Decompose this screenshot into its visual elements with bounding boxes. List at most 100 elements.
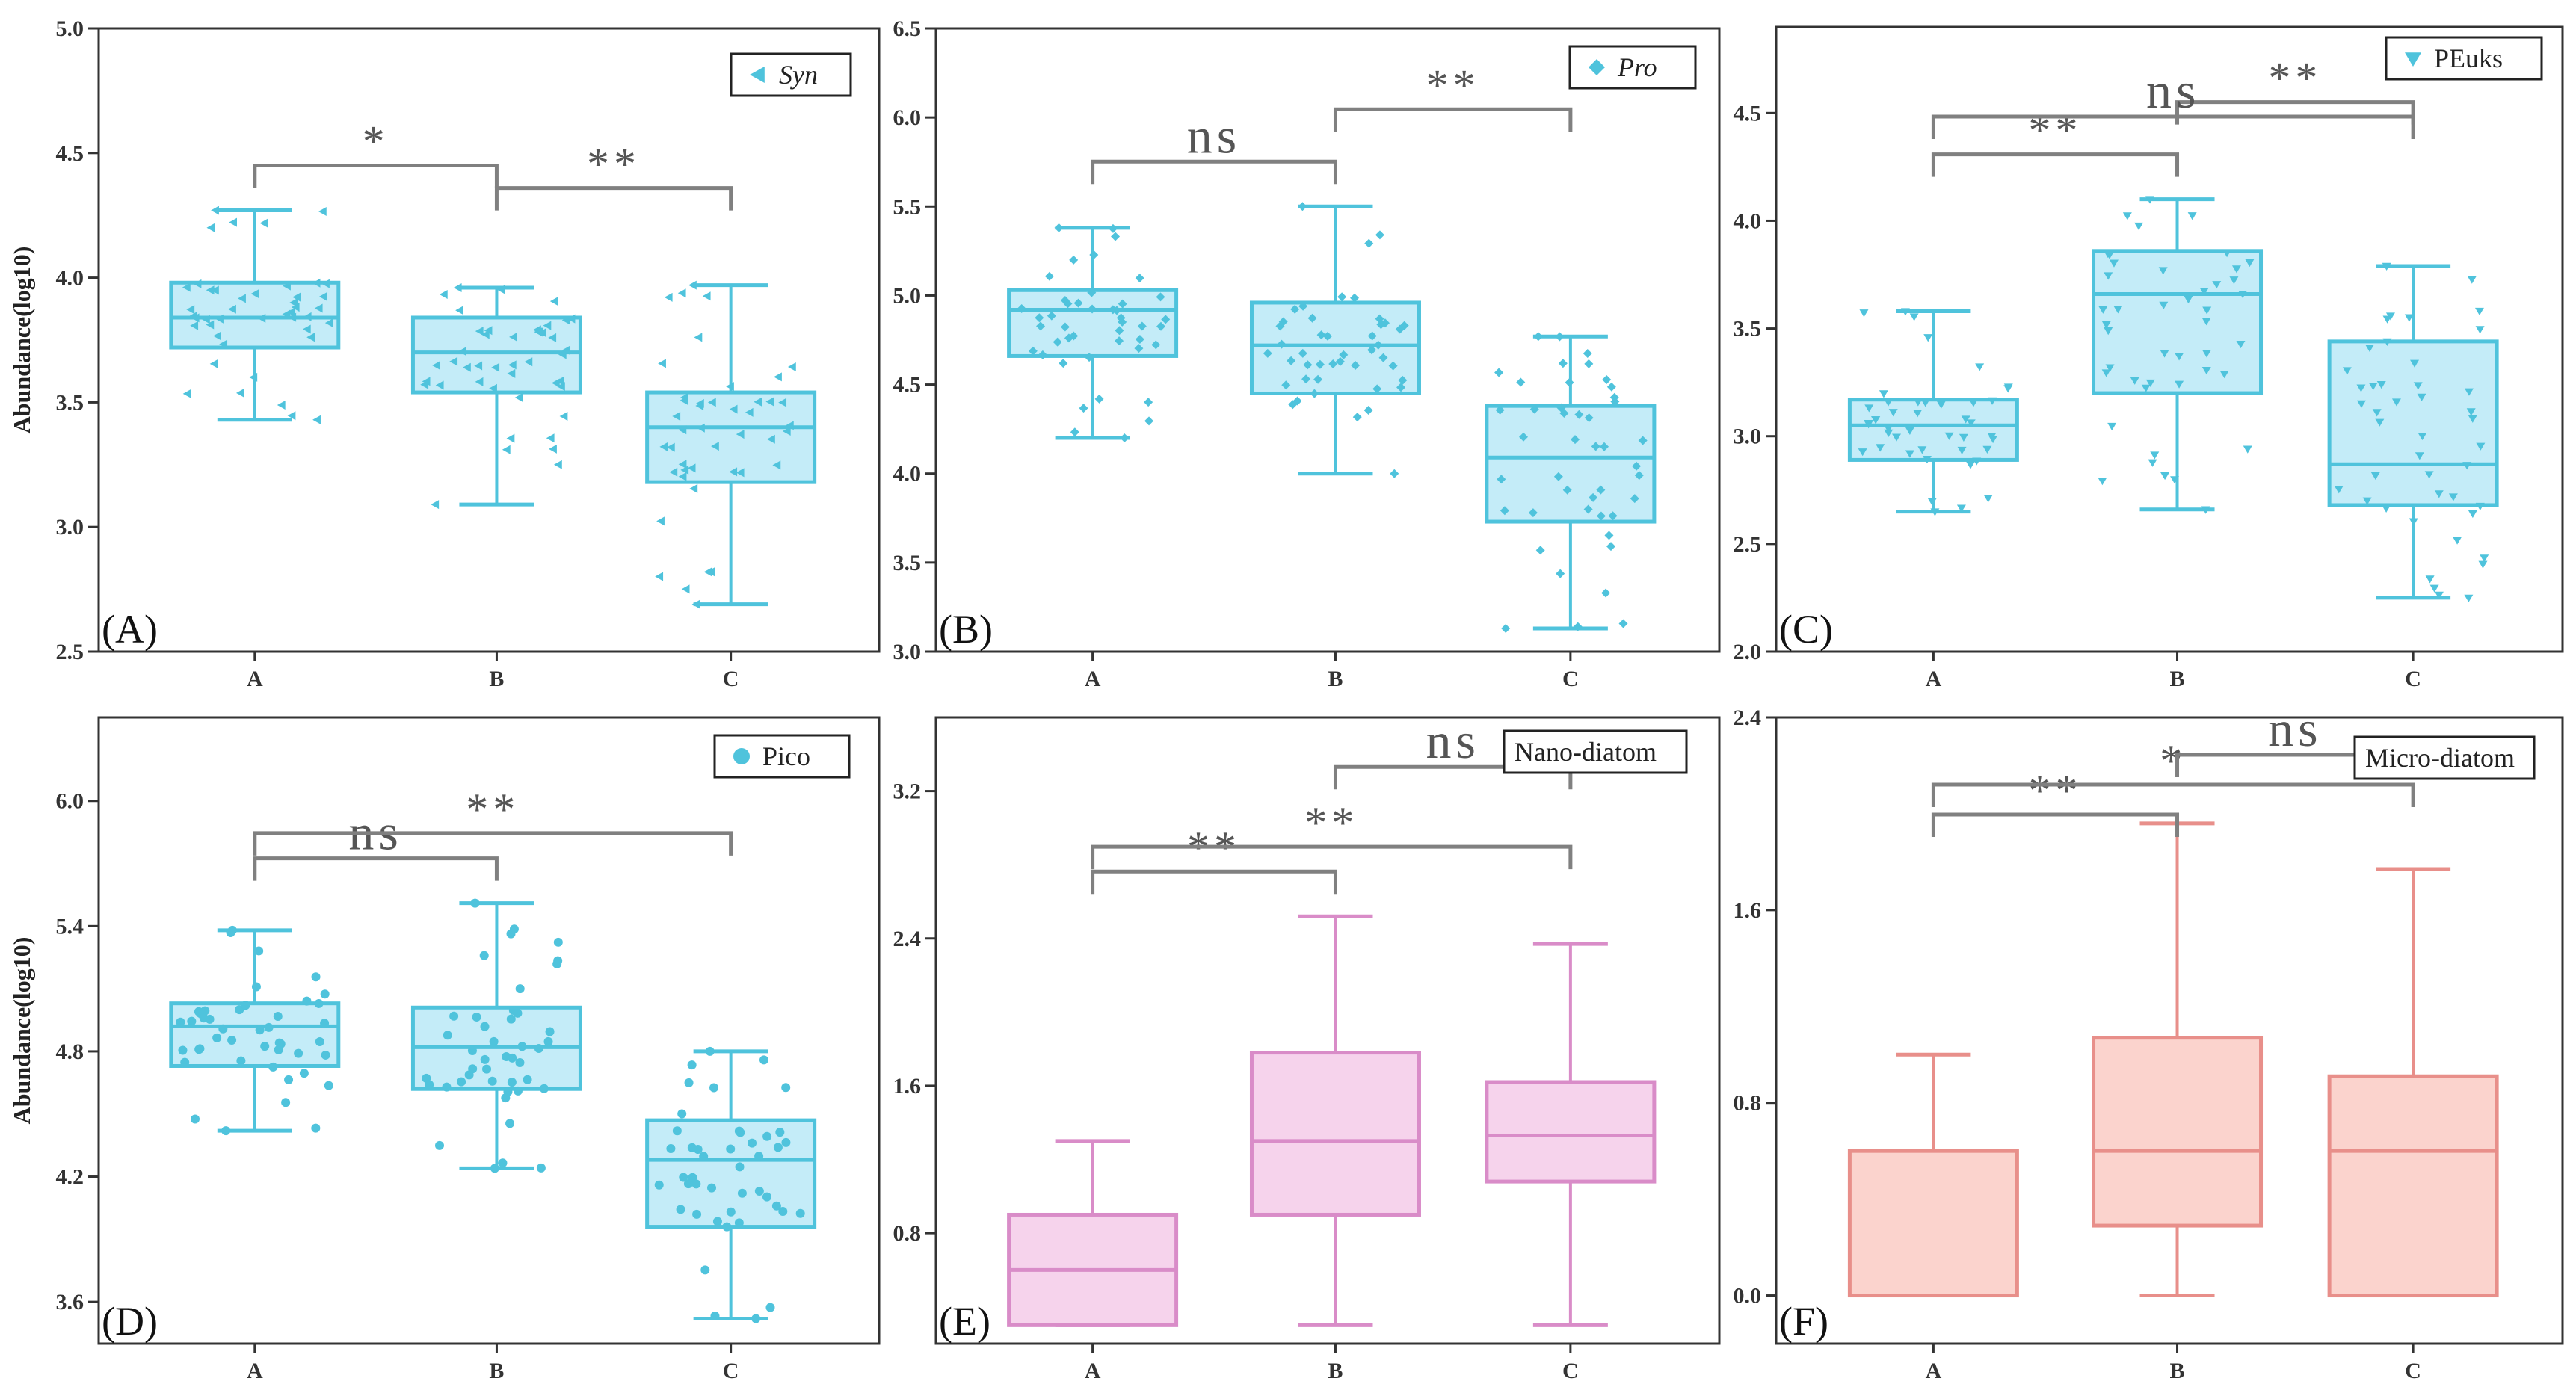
- data-point: [274, 1045, 283, 1054]
- data-point: [1395, 324, 1405, 334]
- data-point: [506, 433, 515, 443]
- data-point: [2098, 306, 2108, 314]
- data-point: [1028, 346, 1038, 356]
- y-axis-label: Abundance(log10): [8, 937, 35, 1125]
- data-point: [238, 294, 246, 303]
- data-point: [524, 357, 533, 367]
- data-point: [787, 362, 796, 372]
- data-point: [434, 1140, 444, 1150]
- data-point: [1876, 444, 1885, 452]
- data-point: [506, 929, 516, 939]
- data-point: [1339, 350, 1349, 359]
- data-point: [1151, 340, 1161, 350]
- legend-frame: [2353, 735, 2536, 780]
- data-point: [324, 318, 333, 328]
- box-a: [1007, 223, 1179, 443]
- data-point: [1120, 433, 1130, 443]
- data-point: [303, 312, 312, 321]
- legend-label: PEuks: [2434, 43, 2503, 73]
- bracket-line: [1091, 844, 1573, 870]
- data-point: [782, 426, 791, 436]
- data-point: [2467, 276, 2477, 284]
- data-point: [1337, 292, 1347, 302]
- data-point: [1388, 361, 1398, 371]
- data-point: [551, 378, 560, 388]
- data-point: [517, 1042, 527, 1051]
- data-point: [775, 1128, 785, 1137]
- data-point: [726, 1207, 736, 1217]
- data-point: [260, 1042, 270, 1051]
- y-tick-label: 3.0: [893, 640, 922, 664]
- data-point: [1601, 588, 1611, 598]
- data-point: [2376, 381, 2386, 389]
- data-point: [2238, 290, 2248, 299]
- data-point: [707, 1183, 717, 1193]
- data-point: [284, 1075, 294, 1084]
- data-point: [778, 398, 787, 407]
- data-point: [2219, 371, 2229, 379]
- significance-bracket: ns: [1091, 107, 1337, 185]
- data-point: [2418, 432, 2427, 441]
- data-point: [2201, 318, 2211, 326]
- data-point: [283, 281, 291, 291]
- data-point: [193, 279, 202, 288]
- data-point: [1396, 383, 1406, 392]
- y-tick-label: 6.5: [893, 16, 922, 41]
- data-point: [506, 1014, 516, 1024]
- x-tick-label: C: [723, 667, 739, 691]
- data-point: [472, 1012, 481, 1022]
- data-point: [489, 383, 497, 393]
- data-point: [2145, 196, 2155, 204]
- data-point: [273, 1012, 283, 1022]
- data-point: [1988, 435, 1998, 444]
- data-point: [795, 1208, 805, 1218]
- data-point: [2410, 359, 2420, 368]
- data-point: [561, 345, 570, 355]
- data-point: [178, 1045, 188, 1055]
- data-point: [249, 372, 258, 382]
- data-point: [2159, 301, 2169, 309]
- data-point: [1583, 504, 1593, 514]
- y-tick-label: 4.0: [56, 266, 84, 291]
- data-point: [2003, 383, 2013, 392]
- data-point: [1375, 314, 1384, 324]
- data-point: [2356, 384, 2366, 392]
- data-point: [514, 393, 523, 403]
- y-tick-label: 0.8: [893, 1221, 922, 1246]
- box-b: [2092, 196, 2264, 514]
- data-point: [567, 314, 576, 324]
- bracket-line: [494, 186, 733, 211]
- data-point: [2425, 575, 2435, 584]
- legend-marker: [750, 67, 765, 83]
- data-point: [1573, 622, 1583, 631]
- box-iqr: [2092, 1036, 2264, 1228]
- box-iqr: [1249, 300, 1421, 395]
- data-point: [559, 412, 568, 421]
- data-point: [2148, 459, 2157, 467]
- data-point: [268, 1062, 278, 1072]
- box-iqr: [410, 315, 582, 395]
- data-point: [294, 1048, 303, 1058]
- data-point: [1610, 397, 1620, 407]
- significance-label: **: [2028, 766, 2082, 815]
- data-point: [1303, 360, 1313, 370]
- data-point: [1884, 398, 1894, 407]
- data-point: [2475, 502, 2485, 511]
- data-point: [435, 380, 444, 390]
- x-tick-label: A: [1926, 1359, 1942, 1381]
- data-point: [2429, 584, 2439, 593]
- data-point: [557, 382, 565, 392]
- data-point: [1584, 413, 1594, 423]
- data-point: [2229, 276, 2239, 285]
- data-point: [659, 442, 668, 451]
- data-point: [2101, 369, 2111, 377]
- data-point: [480, 1054, 490, 1064]
- box-a: [1007, 1139, 1179, 1327]
- x-tick-label: C: [2405, 667, 2421, 691]
- data-point: [1632, 461, 1642, 471]
- data-point: [1115, 326, 1124, 336]
- data-point: [2141, 384, 2151, 392]
- data-point: [509, 332, 517, 342]
